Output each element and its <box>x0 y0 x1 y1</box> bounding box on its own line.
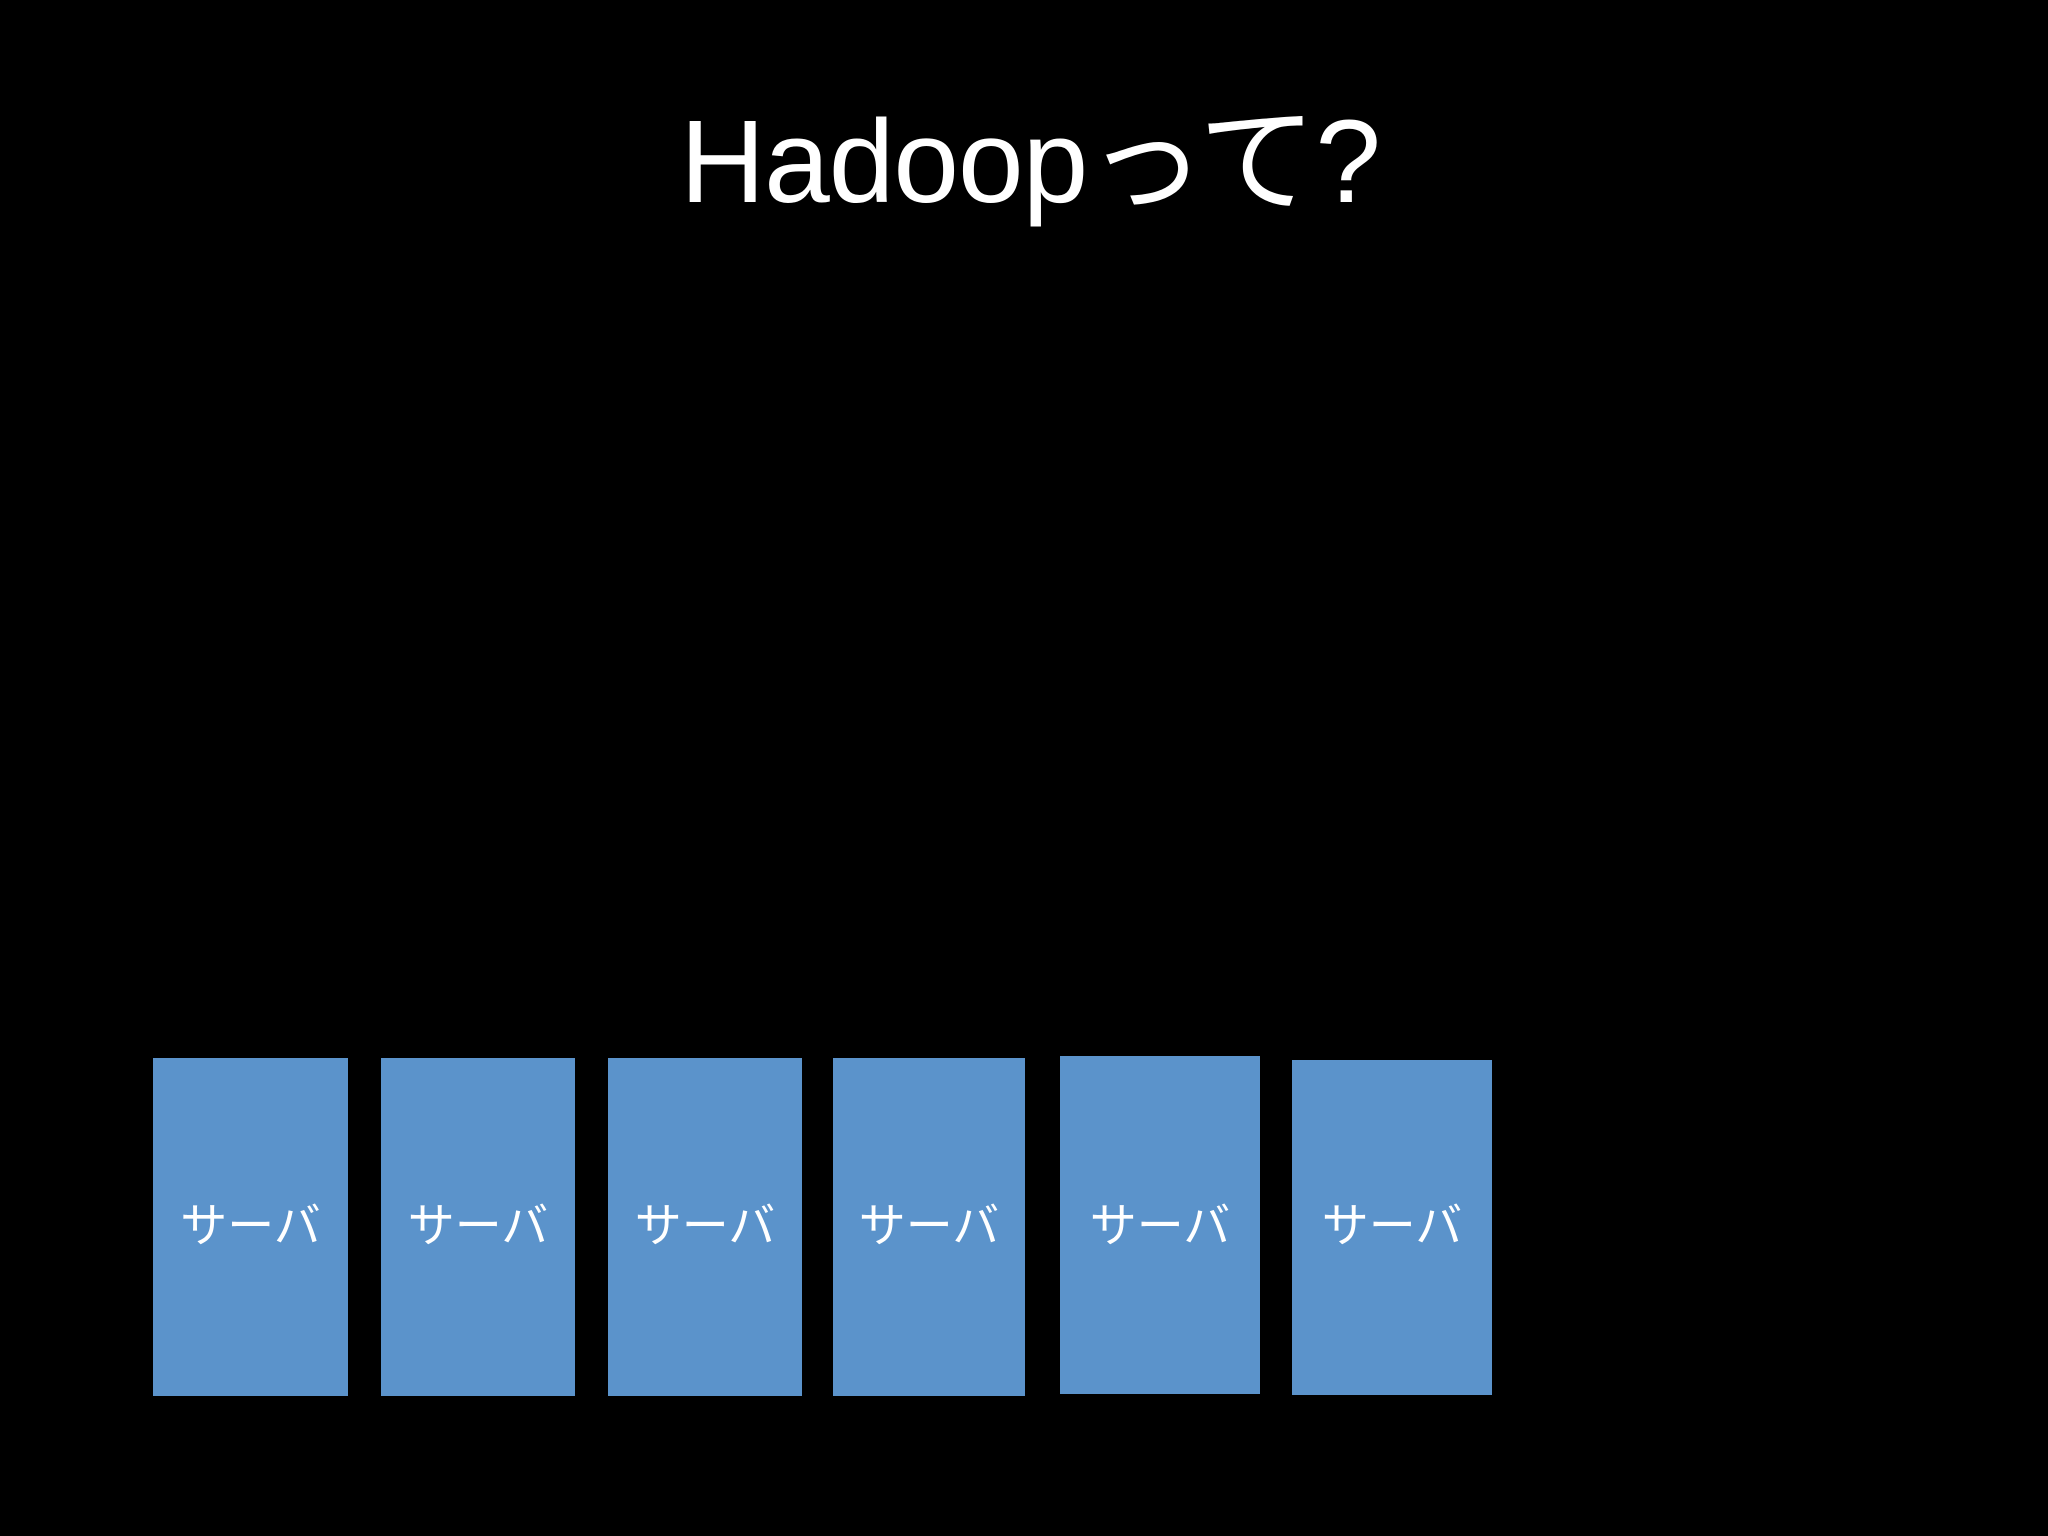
server-box[interactable]: サーバ <box>833 1058 1025 1396</box>
server-box[interactable]: サーバ <box>1060 1056 1260 1394</box>
server-box-label: サーバ <box>1321 1199 1463 1252</box>
server-box[interactable]: サーバ <box>381 1058 575 1396</box>
server-box-label: サーバ <box>634 1199 776 1252</box>
page-title: Hadoopって? <box>679 96 1381 228</box>
server-box-label: サーバ <box>180 1199 321 1252</box>
server-box[interactable]: サーバ <box>1292 1060 1492 1395</box>
server-box-label: サーバ <box>1089 1199 1231 1252</box>
server-box[interactable]: サーバ <box>608 1058 802 1396</box>
server-box[interactable]: サーバ <box>153 1058 348 1396</box>
server-box-label: サーバ <box>407 1199 549 1252</box>
server-box-label: サーバ <box>858 1199 1000 1252</box>
